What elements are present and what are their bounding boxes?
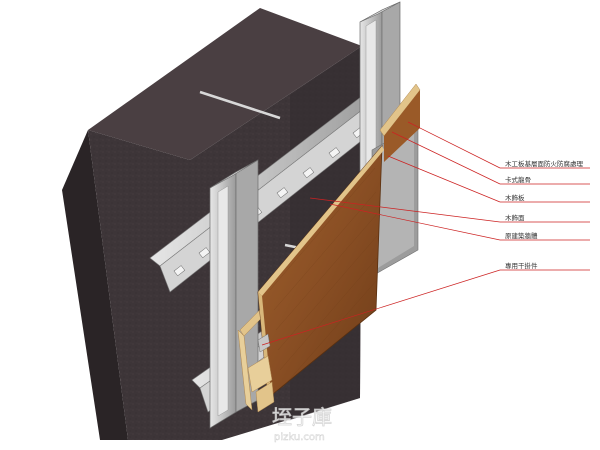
watermark: 垤子庫 pizku.com: [272, 405, 333, 444]
callout-label-3: 木飾板: [505, 193, 525, 202]
wood-grain: [269, 167, 378, 389]
callout-label-5: 原建築牆體: [505, 231, 538, 240]
watermark-main: 垤子庫: [272, 405, 332, 429]
wood-panel-main: [237, 144, 384, 411]
vertical-keel-front: [209, 159, 259, 429]
callout-label-2: 卡式龍骨: [505, 175, 531, 184]
callouts: 木工板基層面防火防腐處理 卡式龍骨 木飾板 木飾面 原建築牆體 專用干掛件: [261, 121, 590, 346]
callout-label-4: 木飾面: [505, 213, 525, 222]
callout-building-wall: 原建築牆體: [329, 203, 590, 241]
callout-label-1: 木工板基層面防火防腐處理: [505, 159, 584, 168]
callout-fireproof-base: 木工板基層面防火防腐處理: [407, 121, 590, 169]
callout-card-keel: 卡式龍骨: [391, 131, 590, 185]
dry-hanging-clip: [257, 333, 271, 353]
callout-wood-board: 木飾板: [387, 155, 590, 203]
wood-panel-lower-edge: [247, 355, 275, 413]
callout-dry-hanger: 專用干掛件: [261, 261, 590, 346]
callout-label-6: 專用干掛件: [505, 261, 538, 270]
watermark-sub: pizku.com: [274, 432, 325, 443]
callout-wood-veneer: 木飾面: [309, 197, 590, 223]
base-board: [371, 123, 419, 277]
wood-panel-upper: [379, 83, 421, 162]
